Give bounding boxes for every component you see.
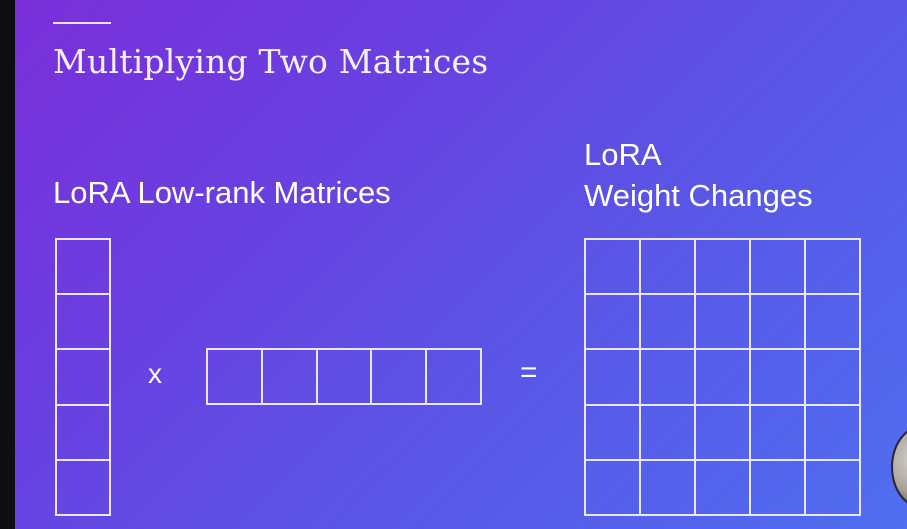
matrix-cell xyxy=(57,240,111,296)
matrix-cell xyxy=(806,460,861,516)
slide: Multiplying Two Matrices LoRA Low-rank M… xyxy=(15,0,907,529)
matrix-cell xyxy=(57,460,111,516)
matrix-cell xyxy=(586,350,641,406)
matrix-cell xyxy=(586,460,641,516)
column-matrix-5x1 xyxy=(55,238,111,516)
matrix-cell xyxy=(208,350,263,405)
matrix-cell xyxy=(751,350,806,406)
matrix-cell xyxy=(806,240,861,296)
weight-changes-label: LoRA Weight Changes xyxy=(584,134,813,216)
matrix-cell xyxy=(696,240,751,296)
row-matrix-1x5 xyxy=(206,348,482,405)
matrix-cell xyxy=(427,350,482,405)
weight-changes-label-line-1: LoRA xyxy=(584,137,662,172)
result-matrix-5x5 xyxy=(584,238,861,516)
matrix-cell xyxy=(317,350,373,405)
matrix-cell xyxy=(751,240,806,296)
low-rank-matrices-label: LoRA Low-rank Matrices xyxy=(53,175,391,210)
matrix-cell xyxy=(641,405,696,461)
multiply-sign: x xyxy=(148,358,162,389)
matrix-cell xyxy=(751,405,806,461)
weight-changes-label-line-2: Weight Changes xyxy=(584,178,813,213)
matrix-cell xyxy=(641,460,696,516)
matrix-cell xyxy=(641,295,696,351)
equals-sign: = xyxy=(520,356,538,389)
matrix-cell xyxy=(751,295,806,351)
matrix-cell xyxy=(751,460,806,516)
matrix-cell xyxy=(586,240,641,296)
matrix-cell xyxy=(586,295,641,351)
matrix-cell xyxy=(641,350,696,406)
matrix-cell xyxy=(57,405,111,461)
matrix-cell xyxy=(696,295,751,351)
matrix-cell xyxy=(57,350,111,406)
matrix-cell xyxy=(57,295,111,351)
matrix-cell xyxy=(586,405,641,461)
title-rule xyxy=(53,22,111,24)
presenter-avatar xyxy=(891,425,907,509)
slide-title: Multiplying Two Matrices xyxy=(53,42,489,81)
matrix-cell xyxy=(696,460,751,516)
matrix-cell xyxy=(372,350,428,405)
matrix-cell xyxy=(262,350,318,405)
matrix-cell xyxy=(696,350,751,406)
matrix-cell xyxy=(806,295,861,351)
matrix-cell xyxy=(806,405,861,461)
matrix-cell xyxy=(696,405,751,461)
matrix-cell xyxy=(806,350,861,406)
matrix-cell xyxy=(641,240,696,296)
